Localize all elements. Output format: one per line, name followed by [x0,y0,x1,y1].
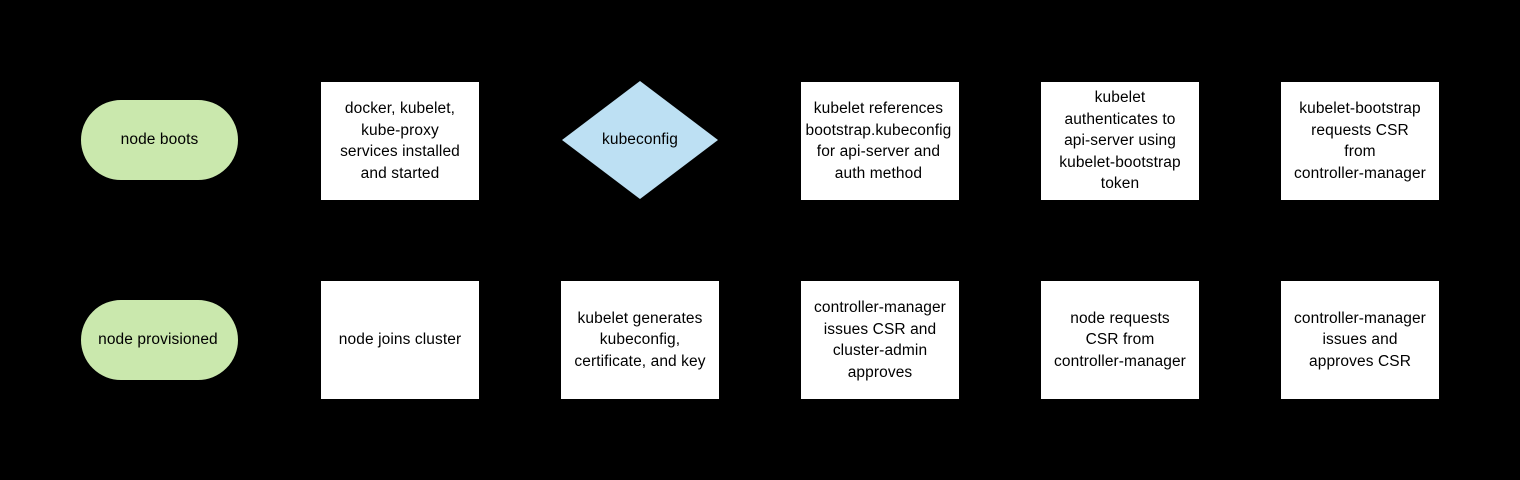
flow-node-label: node boots [120,131,199,149]
flow-node-label: docker, kubelet, kube-proxy services ins… [340,100,460,182]
flow-node-label: controller-manager issues and approves C… [1294,309,1426,370]
flow-node-controller-manager-issues-approves[interactable]: controller-manager issues and approves C… [1281,281,1439,399]
flow-node-kubelet-generates-kubeconfig[interactable]: kubelet generates kubeconfig, certificat… [561,281,719,399]
flow-node-kubeconfig-decision[interactable]: kubeconfig [562,81,718,199]
flow-node-label: kubelet references bootstrap.kubeconfig … [805,100,952,182]
flow-node-services-installed[interactable]: docker, kubelet, kube-proxy services ins… [321,82,479,200]
flow-node-node-requests-csr[interactable]: node requests CSR from controller-manage… [1041,281,1199,399]
flow-node-kubelet-references-bootstrap[interactable]: kubelet references bootstrap.kubeconfig … [801,82,959,200]
flow-node-label: kubeconfig [602,131,678,149]
flow-node-node-boots[interactable]: node boots [81,100,238,180]
flow-node-label: kubelet generates kubeconfig, certificat… [574,309,706,370]
flow-node-kubelet-authenticates[interactable]: kubelet authenticates to api-server usin… [1041,82,1199,200]
flow-node-node-provisioned[interactable]: node provisioned [81,300,238,380]
flow-node-label: kubelet authenticates to api-server usin… [1059,89,1181,193]
flow-node-node-joins-cluster[interactable]: node joins cluster [321,281,479,399]
flow-node-label: kubelet-bootstrap requests CSR from cont… [1294,100,1426,182]
flow-node-kubelet-bootstrap-requests-csr[interactable]: kubelet-bootstrap requests CSR from cont… [1281,82,1439,200]
flow-node-controller-manager-issues-csr[interactable]: controller-manager issues CSR and cluste… [801,281,959,399]
flow-node-label: node provisioned [98,331,218,349]
flow-node-label: node requests CSR from controller-manage… [1054,309,1186,370]
flow-node-label: node joins cluster [338,331,462,349]
flow-node-label: controller-manager issues CSR and cluste… [814,299,946,381]
